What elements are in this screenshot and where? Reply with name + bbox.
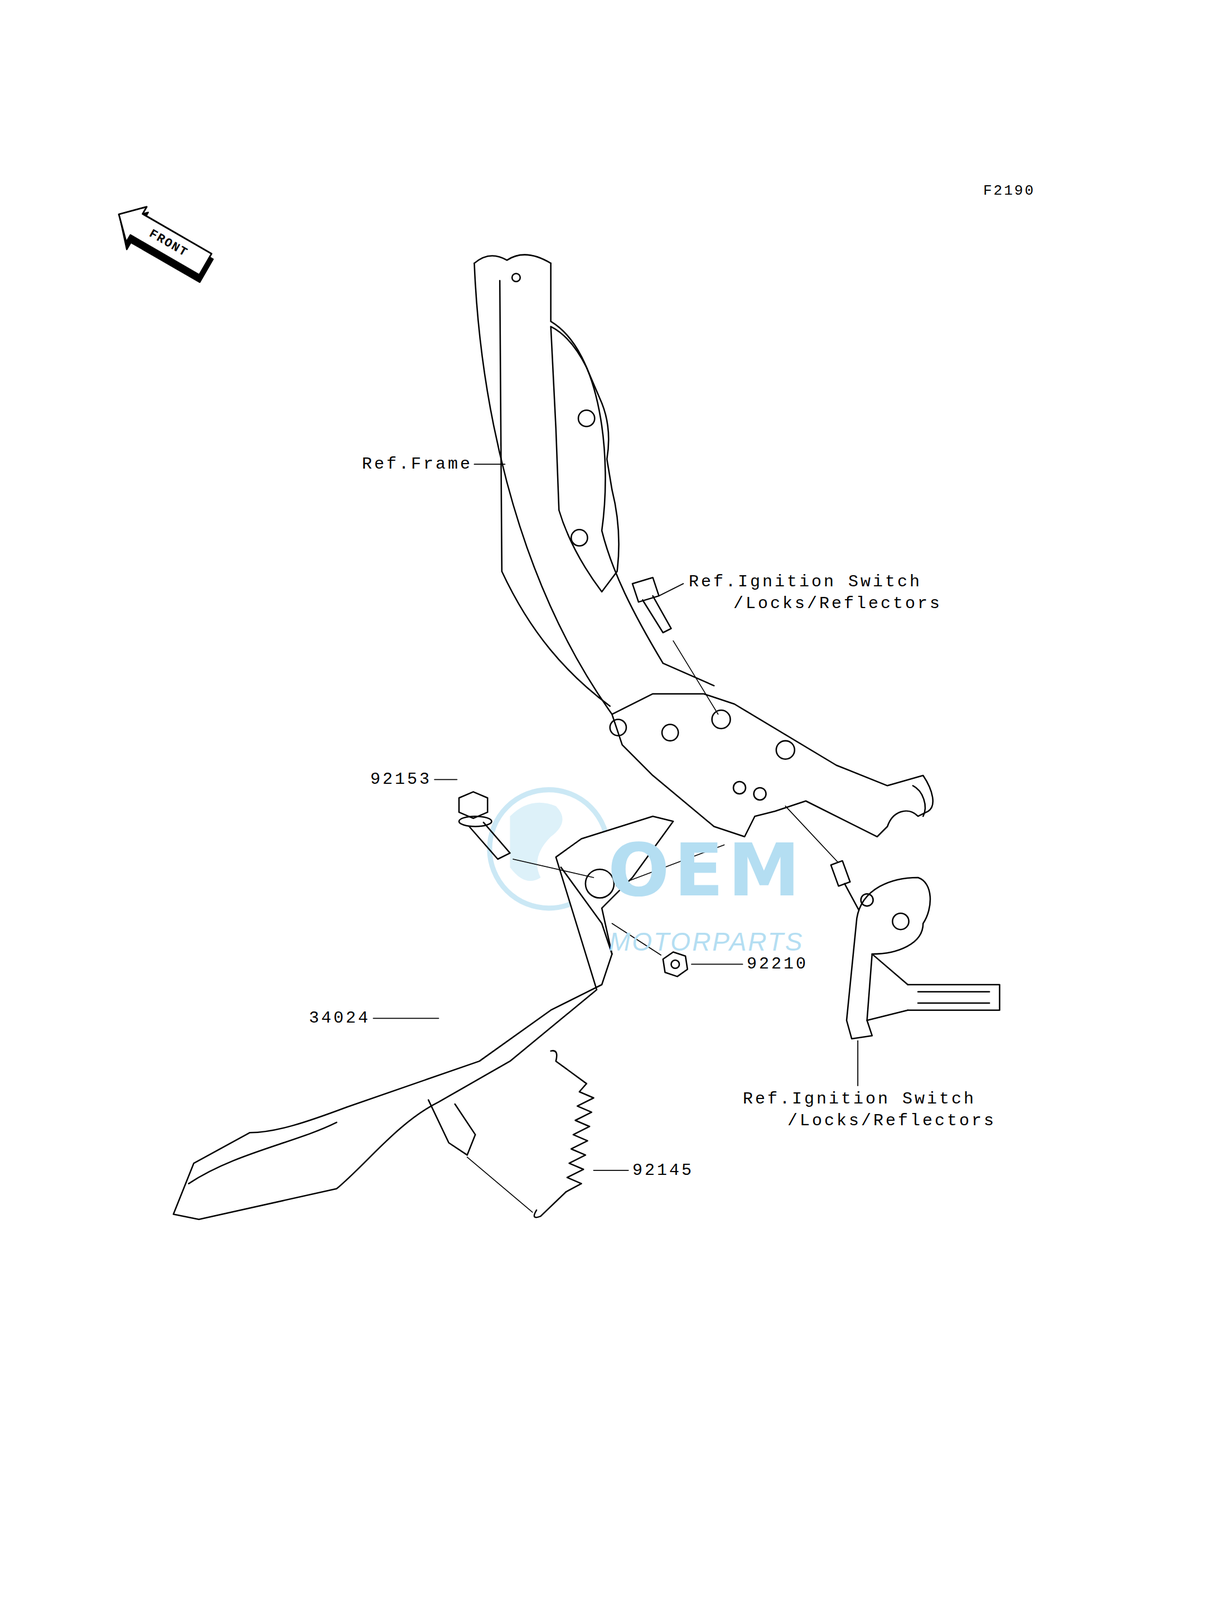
bolt-part <box>673 640 718 715</box>
frame-part <box>912 785 926 816</box>
front-arrow <box>105 196 220 289</box>
reference-label: Ref.Frame <box>361 453 473 476</box>
leader-line <box>373 463 858 1171</box>
stand-bolt-part <box>458 791 488 819</box>
stand-switch-part <box>830 860 850 886</box>
leader-line-part <box>474 463 505 465</box>
frame-part <box>474 263 612 714</box>
stand-bolt-part <box>513 858 594 878</box>
bolt <box>632 577 719 714</box>
frame-part <box>733 781 746 794</box>
leader-line-part <box>659 583 684 596</box>
watermark: OEM <box>607 823 805 918</box>
stand-switch-part <box>892 912 909 930</box>
spring-part <box>566 1083 594 1192</box>
spring <box>467 1050 594 1217</box>
side-stand-part <box>188 1122 337 1184</box>
stand-switch-part <box>861 893 874 906</box>
stand-switch-part <box>867 953 908 1021</box>
callout-number: 92210 <box>746 953 809 975</box>
frame-part <box>571 529 588 546</box>
callout-number: 92145 <box>632 1159 694 1182</box>
frame-part <box>753 787 767 800</box>
front-label: FRONT <box>146 225 191 261</box>
stand-bolt-part <box>458 815 492 826</box>
frame-part <box>511 273 521 282</box>
reference-label: Ref.Ignition Switch /Locks/Reflectors <box>688 571 957 615</box>
stand-switch <box>785 805 1000 1039</box>
frame-part <box>611 693 933 837</box>
side-stand-part <box>428 1099 476 1155</box>
stand-switch-part <box>907 984 1000 1010</box>
watermark: MOTORPARTS <box>608 924 804 959</box>
frame-part <box>550 263 664 664</box>
frame-part <box>661 724 679 741</box>
callout-number: 34024 <box>308 1007 371 1029</box>
stand-bolt-part <box>469 822 510 859</box>
spring-part <box>467 1156 533 1212</box>
frame-part <box>578 409 595 427</box>
frame-part <box>712 709 731 729</box>
side-stand <box>173 815 674 1219</box>
frame <box>474 254 933 837</box>
stand-switch-part <box>844 883 859 911</box>
bolt-part <box>642 595 671 633</box>
frame-part <box>499 280 611 707</box>
leader-line-part <box>593 1169 628 1171</box>
spring-part <box>550 1050 587 1084</box>
frame-part <box>474 254 551 264</box>
callout-number: 92153 <box>370 768 432 791</box>
figure-code: F2190 <box>983 181 1036 201</box>
front-arrow-part <box>108 196 216 282</box>
frame-part <box>550 326 620 592</box>
leader-line-part <box>857 1040 859 1086</box>
illustration-part <box>105 196 1000 1219</box>
frame-part <box>610 718 627 736</box>
watermark-globe-part <box>510 802 563 881</box>
side-stand-part <box>173 815 674 1219</box>
stand-bolt <box>458 791 594 878</box>
reference-label: Ref.Ignition Switch /Locks/Reflectors <box>742 1088 1011 1132</box>
nut-part <box>670 959 680 969</box>
leader-line-part <box>434 778 457 780</box>
stand-switch-part <box>846 877 931 1039</box>
spring-part <box>534 1191 567 1217</box>
leader-line-part <box>373 1017 439 1019</box>
frame-part <box>776 740 795 760</box>
leader-line-part <box>691 963 743 965</box>
